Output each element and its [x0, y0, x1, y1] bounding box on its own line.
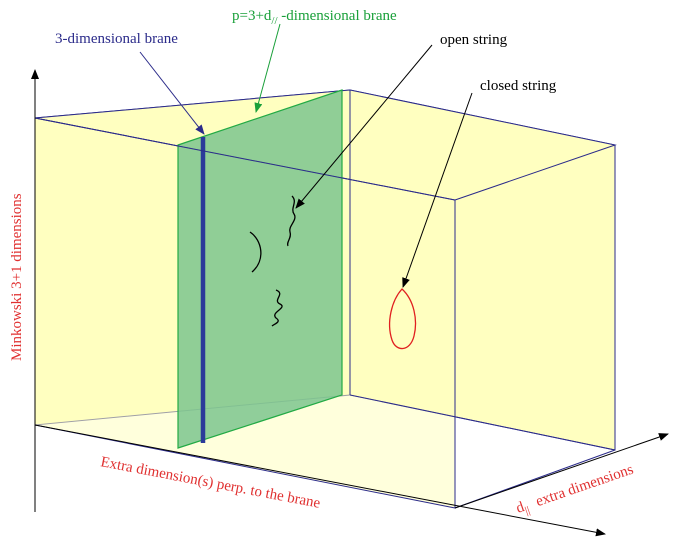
p-brane-label-sub: //: [271, 15, 278, 27]
p-brane-label-suffix: -dimensional brane: [278, 8, 397, 24]
parallel-axis-label-rest: extra dimensions: [534, 462, 636, 510]
box-top-right-edge: [454, 144, 616, 201]
p-brane-label-prefix: p=3+d: [232, 8, 272, 24]
p-brane-pointer: [254, 23, 281, 113]
closed-string-loop: [388, 288, 417, 350]
p-brane-sheet: [177, 89, 343, 449]
closed-string-label: closed string: [480, 78, 557, 94]
minkowski-axis-label: Minkowski 3+1 dimensions: [9, 193, 25, 361]
open-string-pointer: [295, 44, 433, 209]
parallel-axis-label: d||extra dimensions: [514, 462, 637, 520]
box-back-bottom-edge: [349, 394, 616, 451]
closed-string-pointer: [402, 92, 473, 288]
parallel-axis-label-sub: ||: [523, 504, 531, 517]
box-front-top-edge: [34, 117, 456, 201]
open-string-3: [271, 289, 283, 327]
three-brane-label: 3-dimensional brane: [55, 31, 178, 47]
open-string-label: open string: [440, 32, 508, 48]
perp-axis-arrow: [34, 424, 606, 537]
p-brane-label: p=3+d// -dimensional brane: [232, 8, 397, 27]
parallel-axis-arrow: [454, 433, 669, 509]
open-string-2: [249, 231, 262, 273]
three-brane-pointer: [139, 51, 205, 135]
open-string-1: [286, 195, 296, 247]
